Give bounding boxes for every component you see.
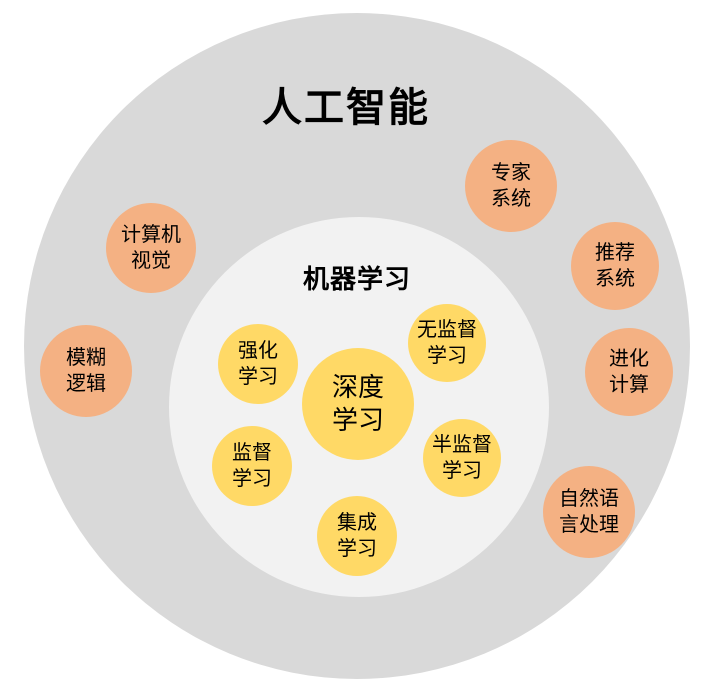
node-evolutionary-computation: 进化 计算: [585, 328, 673, 416]
node-deep-learning: 深度 学习: [302, 348, 414, 460]
node-natural-language-processing: 自然语 言处理: [543, 466, 635, 558]
node-recommender-systems: 推荐 系统: [571, 222, 659, 310]
node-ensemble-learning: 集成 学习: [317, 496, 397, 576]
node-supervised-learning: 监督 学习: [212, 426, 292, 506]
node-reinforcement-learning: 强化 学习: [218, 324, 298, 404]
node-unsupervised-learning: 无监督 学习: [408, 304, 486, 382]
artificial-intelligence-title: 人工智能: [262, 86, 430, 130]
node-computer-vision: 计算机 视觉: [106, 203, 196, 293]
node-semi-supervised-learning: 半监督 学习: [423, 419, 501, 497]
machine-learning-title: 机器学习: [302, 264, 412, 294]
node-fuzzy-logic: 模糊 逻辑: [40, 325, 132, 417]
node-expert-systems: 专家 系统: [465, 140, 557, 232]
